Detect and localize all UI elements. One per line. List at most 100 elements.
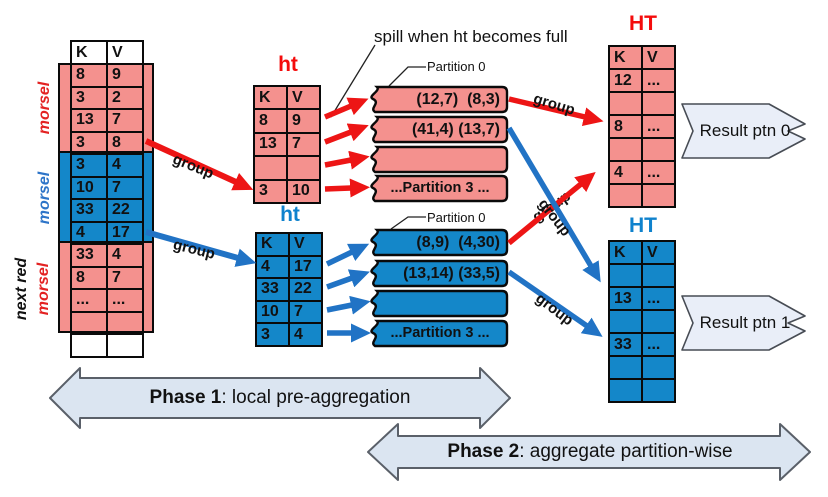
table-cell: 13 [253,131,288,158]
table-cell [608,183,643,208]
col-header-k: K [608,45,643,70]
col-header-k: K [255,232,290,257]
table-cell [608,263,643,288]
table-cell [106,310,144,335]
table-cell: 4 [106,153,144,178]
table-cell: 33 [255,277,290,302]
table-cell: 8 [608,114,643,139]
col-header-v: V [641,45,676,70]
col-header-k: K [253,84,288,111]
HT-blue-title: HT [629,214,657,237]
partition0-blue-callout-line [390,216,426,230]
table-cell: 3 [255,322,290,347]
partition-tuples: (12,7) (8,3) [416,91,500,108]
ht-blue-title: ht [280,203,300,226]
phase2-desc: : aggregate partition-wise [519,441,733,462]
spill-note: spill when ht becomes full [374,27,568,46]
col-header-v: V [286,84,321,111]
table-cell [608,309,643,334]
table-cell: 22 [106,198,144,223]
group-label-ptn1-blue: group [532,290,577,330]
group-label-morsel-blue: group [171,236,217,263]
partition0-red-label: Partition 0 [427,59,486,74]
table-cell: ... [641,68,676,93]
table-cell [608,137,643,162]
table-cell: 3 [70,130,108,155]
table-cell: 8 [70,265,108,290]
table-cell: 7 [106,108,144,133]
table-cell: 8 [106,130,144,155]
table-cell [641,309,676,334]
table-cell: 13 [608,286,643,311]
table-cell: 33 [608,332,643,357]
table-cell: 12 [608,68,643,93]
spill-arrow-red [324,150,370,170]
table-cell [608,355,643,380]
table-cell [641,355,676,380]
morsel-label-red2: morsel [35,262,52,316]
col-header-k: K [70,40,108,65]
table-cell: 8 [253,108,288,134]
table-cell [286,155,321,181]
spill-arrow-blue [326,295,371,315]
table-cell: 9 [286,108,321,134]
table-cell: 4 [288,322,323,347]
table-cell [608,91,643,116]
table-cell: 3 [253,178,288,204]
col-header-v: V [641,240,676,265]
table-cell [70,333,108,358]
table-cell: 17 [106,220,144,245]
table-cell: 3 [70,85,108,110]
partition3-label: ...Partition 3 ... [390,325,490,341]
table-cell: 33 [70,198,108,223]
spill-arrow-blue [326,269,370,290]
table-cell [106,333,144,358]
partition3-label: ...Partition 3 ... [390,180,490,196]
table-cell: 33 [70,243,108,268]
spill-arrow-red [324,178,370,198]
partition0-red-callout-line [388,66,426,87]
partition-tuples: (8,9) (4,30) [416,234,500,251]
partition-box [370,289,509,318]
table-cell [641,91,676,116]
spill-callout-line [330,44,376,118]
table-cell: 7 [286,131,321,158]
table-cell: 4 [70,220,108,245]
table-cell: ... [70,288,108,313]
table-cell: ... [106,288,144,313]
partition-tuples: (41,4) (13,7) [411,121,500,138]
partition-tuples: (13,14) (33,5) [403,265,500,282]
next-red-label: next red [13,257,30,321]
table-cell [641,263,676,288]
table-cell [70,310,108,335]
table-cell: 10 [70,175,108,200]
group-label-ptn0-red: group [531,90,577,119]
table-cell: 17 [288,254,323,280]
phase1-name: Phase 1 [149,387,222,408]
table-cell: 13 [70,108,108,133]
table-cell: ... [641,332,676,357]
table-cell: 4 [106,243,144,268]
table-cell: 10 [286,178,321,204]
col-header-v: V [106,40,144,65]
table-cell: 7 [288,299,323,325]
table-cell [608,378,643,403]
group-label-morsel-red: group [170,150,217,183]
table-cell: 8 [70,63,108,88]
col-header-k: K [608,240,643,265]
phase2-name: Phase 2 [447,441,520,462]
spill-arrow-blue [325,243,370,267]
table-cell: 7 [106,175,144,200]
result-ptn0-label: Result ptn 0 [699,121,791,140]
table-cell: 9 [106,63,144,88]
table-cell: 22 [288,277,323,302]
phase1-desc: : local pre-aggregation [221,387,411,408]
table-cell [641,137,676,162]
table-cell: 3 [70,153,108,178]
